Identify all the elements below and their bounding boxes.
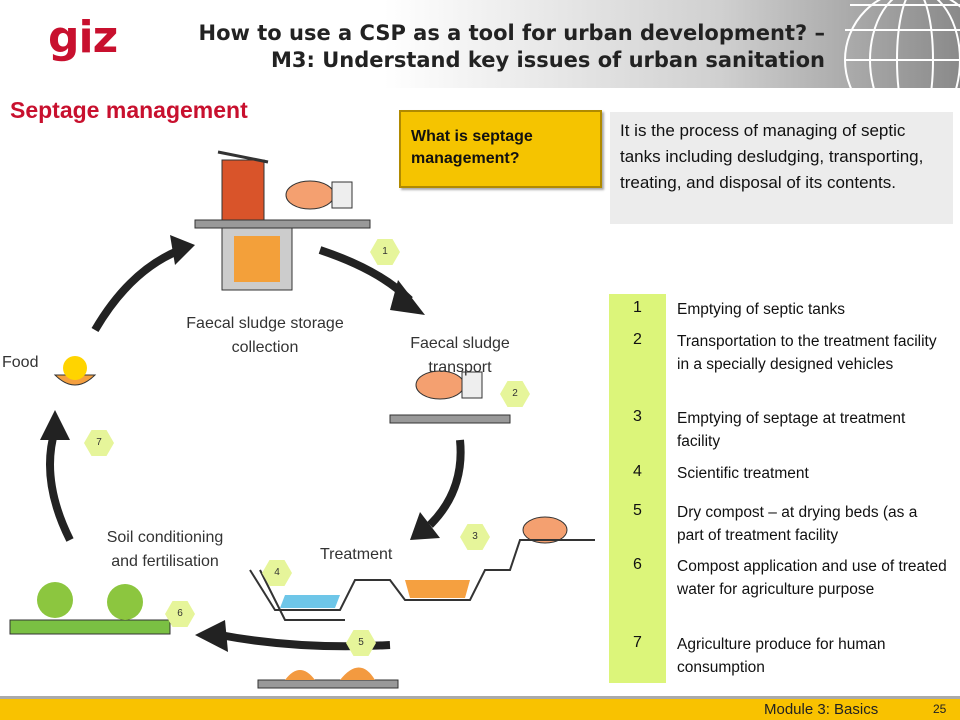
step-number: 2 <box>633 331 642 348</box>
label-soil-conditioning: Soil conditioning and fertilisation <box>106 529 224 570</box>
step-text: Dry compost – at drying beds (as a part … <box>677 504 918 544</box>
step-text: Emptying of septic tanks <box>677 301 845 318</box>
badge-7: 7 <box>84 430 114 456</box>
globe-icon <box>844 0 960 88</box>
step-text: Emptying of septage at treatment facilit… <box>677 410 906 450</box>
header-banner <box>0 0 960 88</box>
step-number: 7 <box>633 634 642 651</box>
label-food: Food <box>2 354 39 371</box>
step-number: 3 <box>633 408 642 425</box>
toilet-icon <box>194 150 371 291</box>
step-number: 4 <box>633 463 642 480</box>
title-line-1: How to use a CSP as a tool for urban dev… <box>198 21 825 45</box>
step-number: 1 <box>633 299 642 316</box>
step-text: Transportation to the treatment facility… <box>677 333 937 373</box>
slide-title: How to use a CSP as a tool for urban dev… <box>145 20 825 74</box>
step-text: Agriculture produce for human consumptio… <box>677 636 886 676</box>
question-box: What is septage management? <box>399 110 602 188</box>
step-number-column <box>609 294 666 683</box>
treatment-ponds <box>249 539 595 621</box>
truck-icon <box>285 180 568 544</box>
label-treatment: Treatment <box>320 546 393 563</box>
footer-module: Module 3: Basics <box>764 701 879 718</box>
septage-cycle-diagram <box>9 150 595 689</box>
title-line-2: M3: Understand key issues of urban sanit… <box>271 48 825 72</box>
badge-2: 2 <box>500 381 530 407</box>
page-number: 25 <box>933 702 947 716</box>
answer-box: It is the process of managing of septic … <box>610 112 953 224</box>
step-number: 5 <box>633 502 642 519</box>
giz-logo: giz <box>48 12 118 63</box>
step-number: 6 <box>633 556 642 573</box>
label-storage-collection: Faecal sludge storage collection <box>186 315 344 356</box>
footer-bar <box>0 696 960 720</box>
step-text: Compost application and use of treated w… <box>677 558 947 598</box>
label-transport: Faecal sludge transport <box>410 335 510 376</box>
section-heading: Septage management <box>10 97 248 123</box>
step-text: Scientific treatment <box>677 465 809 482</box>
